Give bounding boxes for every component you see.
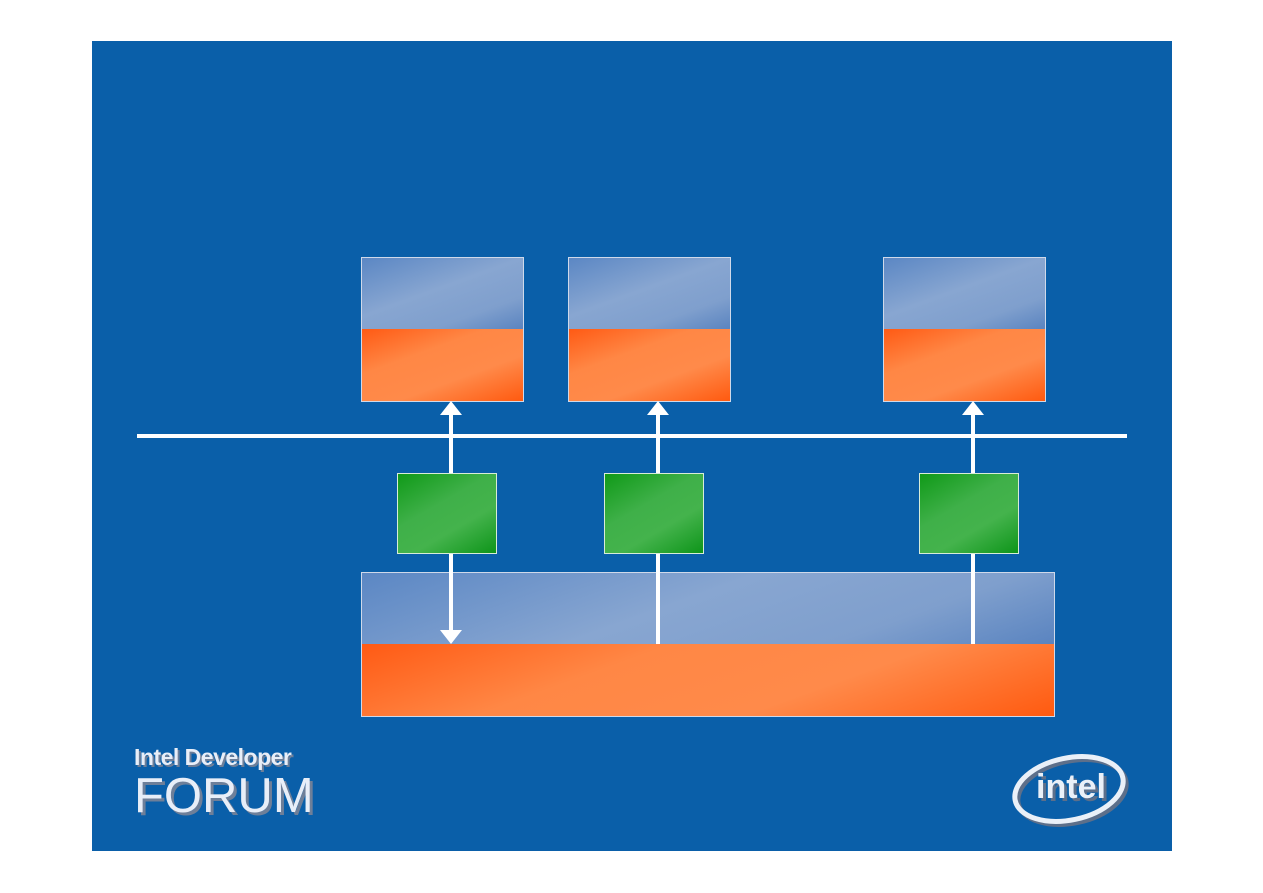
arrow-up-3 — [962, 401, 984, 415]
slide-background — [92, 41, 1172, 851]
green-block-3 — [919, 473, 1019, 554]
intel-logo: intel intel — [1012, 754, 1129, 827]
green-block-1 — [397, 473, 497, 554]
bottom-box-lower — [361, 644, 1055, 717]
top-box-1-upper — [361, 257, 524, 329]
idf-logo-line2: FORUM — [134, 769, 314, 823]
bottom-box-upper — [361, 572, 1055, 644]
top-box-2-lower — [568, 329, 731, 402]
intel-logo-text: intel — [1036, 768, 1106, 806]
idf-logo-line1: Intel Developer — [134, 744, 292, 770]
horizontal-bus-line — [137, 434, 1127, 438]
top-box-2-upper — [568, 257, 731, 329]
arrow-up-1 — [440, 401, 462, 415]
intel-logo-shadow-text: intel — [1039, 771, 1109, 809]
arrow-down-1 — [440, 630, 462, 644]
top-box-3-lower — [883, 329, 1046, 402]
idf-logo: Intel Developer FORUM — [134, 744, 314, 822]
green-block-2 — [604, 473, 704, 554]
arrow-up-2 — [647, 401, 669, 415]
top-box-1-lower — [361, 329, 524, 402]
top-box-3-upper — [883, 257, 1046, 329]
